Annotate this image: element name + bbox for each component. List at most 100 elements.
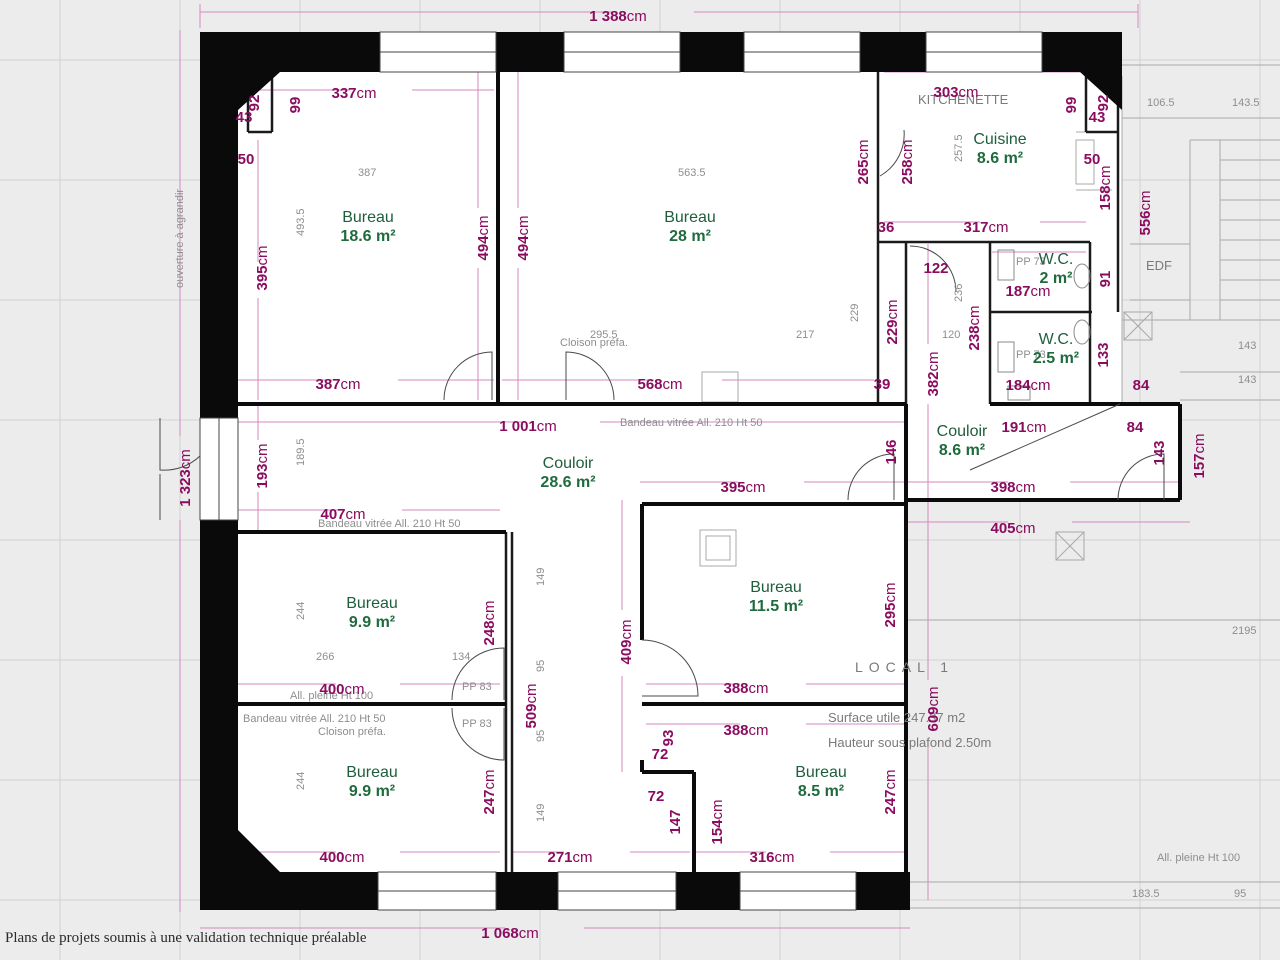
dimension-value: 400 [319,681,344,698]
dimension-value: 409 [618,639,635,664]
drawing-label-surface: Surface utile 247.37 m2 [828,710,965,725]
dimension-d-36: 36 [878,219,895,236]
dimension-d-122: 122 [923,260,948,277]
dimension-unit: cm [346,506,366,523]
drawing-label-bg-244a: 244 [295,602,307,620]
dimension-value: 84 [1133,377,1150,394]
dimension-value: 398 [990,479,1015,496]
dimension-unit: cm [882,769,899,789]
dimension-value: 39 [874,376,891,393]
dimension-unit: cm [1191,433,1208,453]
room-area: 18.6 m² [340,228,395,245]
drawing-label-bg-229: 229 [849,304,861,322]
dimension-value: 92 [1095,95,1112,112]
dimension-unit: cm [1137,190,1154,210]
dimension-unit: cm [749,722,769,739]
dimension-d-146: 146 [883,439,900,464]
footer-disclaimer: Plans de projets soumis à une validation… [5,930,367,946]
dimension-d-316: 316cm [749,849,794,866]
room-name: Bureau [750,579,802,596]
room-name: Couloir [543,455,594,472]
dimension-d-303: 303cm [933,84,978,101]
dimension-value: 72 [648,788,665,805]
dimension-d-388b: 388cm [723,722,768,739]
dimension-d-39: 39 [874,376,891,393]
dimension-value: 50 [238,151,255,168]
dimension-unit: cm [341,376,361,393]
room-name: Bureau [346,595,398,612]
dimension-unit: cm [882,582,899,602]
dimension-value: 147 [667,809,684,834]
dimension-value: 191 [1001,419,1026,436]
dimension-value: 395 [720,479,745,496]
drawing-label-bg-95a: 95 [535,660,547,672]
dimension-d-295: 295cm [882,582,899,627]
dimension-value: 154 [709,819,726,845]
dimension-value: 382 [925,371,942,396]
dimension-d-494b: 494cm [515,215,532,260]
dimension-d-143: 143 [1151,440,1168,465]
dimension-d-99b: 99 [1063,97,1080,114]
dimension-d-43a: 43 [236,109,253,126]
dimension-unit: cm [959,84,979,101]
dimension-total-left: 1 323cm [177,449,194,507]
dimension-unit: cm [177,449,194,469]
dimension-unit: cm [989,219,1009,236]
dimension-value: 388 [723,680,748,697]
room-wc-1[interactable]: W.C.2 m² [1039,251,1074,287]
background-drawing [699,64,1280,909]
dimension-unit: cm [884,299,901,319]
dimension-d-387: 387cm [315,376,360,393]
dimension-unit: cm [523,683,540,703]
room-name: Bureau [346,764,398,781]
dimension-d-133: 133 [1095,342,1112,367]
drawing-label-bg-266: 266 [316,651,334,663]
dimension-value: 229 [884,319,901,344]
dimension-value: 556 [1137,210,1154,235]
dimension-unit: cm [254,443,271,463]
drawing-label-bandeau-2: Bandeau vitrée All. 210 Ht 50 [318,518,460,530]
room-area: 2 m² [1040,270,1073,287]
dimension-d-91: 91 [1097,271,1114,288]
dimension-d-258: 258cm [899,139,916,184]
dimension-unit: cm [899,139,916,159]
drawing-label-bg-236: 236 [953,284,965,302]
dimension-value: 248 [481,620,498,645]
dimension-value: 265 [855,159,872,184]
room-name: W.C. [1039,331,1074,348]
dimension-value: 337 [331,85,356,102]
dimension-d-271: 271cm [547,849,592,866]
drawing-label-cloison-2: Cloison préfa. [318,726,386,738]
dimension-value: 395 [254,265,271,290]
dimension-value: 295 [882,602,899,627]
dimension-d-247a: 247cm [481,769,498,814]
drawing-label-bg-1435: 143.5 [1232,97,1260,109]
dimension-value: 92 [246,95,263,112]
dimension-d-84b: 84 [1127,419,1144,436]
room-wc-2[interactable]: W.C.2.5 m² [1033,331,1079,367]
room-area: 9.9 m² [349,614,395,631]
dimension-value: 36 [878,219,895,236]
dimension-unit: cm [709,799,726,819]
dimension-value: 303 [933,84,958,101]
dimension-unit: cm [855,139,872,159]
room-bureau-4[interactable]: Bureau 9.9 m² [346,595,398,631]
drawing-label-pp83b: PP 83 [462,718,492,730]
dimension-d-193: 193cm [254,443,271,488]
dimension-unit: cm [345,849,365,866]
dimension-unit: cm [749,680,769,697]
dimension-value: 317 [963,219,988,236]
dimension-d-154: 154cm [709,799,726,844]
drawing-label-cloison-1: Cloison préfa. [560,337,628,349]
dimension-d-92a: 92 [246,95,263,112]
drawing-label-bg-4935: 493.5 [295,208,307,236]
